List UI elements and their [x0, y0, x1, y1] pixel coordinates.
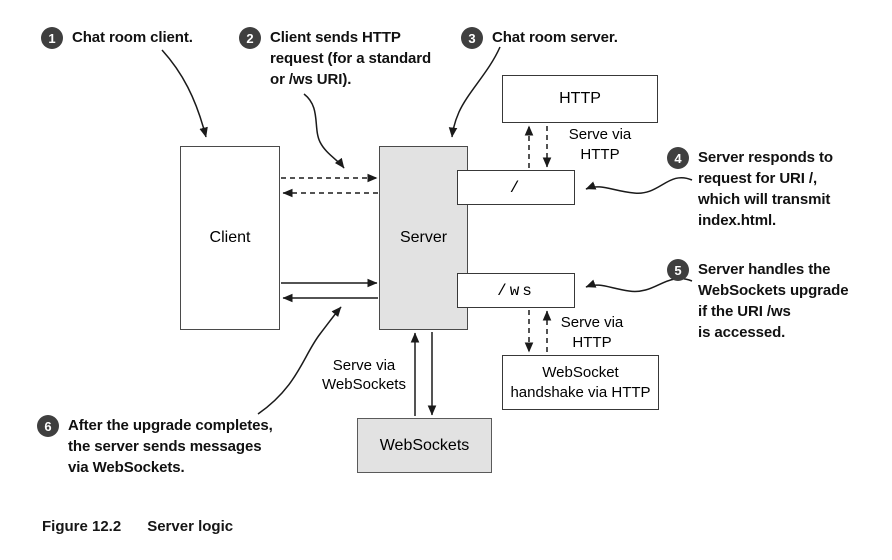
serve-via-websockets-label: Serve via WebSockets — [318, 356, 410, 394]
client-box-label: Client — [209, 229, 251, 246]
callout-4-line: request for URI /, — [698, 170, 818, 187]
websocket-handshake-box: WebSocket handshake via HTTP — [502, 355, 659, 410]
callout-1-line: Chat room client. — [72, 29, 193, 46]
callout-5-line: WebSockets upgrade — [698, 282, 849, 299]
serve-via-http-label-bottom: Serve via HTTP — [547, 313, 637, 353]
callout-2-line: or /ws URI). — [270, 71, 352, 88]
handshake-label-line1: WebSocket — [542, 363, 619, 381]
callout-4-line: index.html. — [698, 212, 777, 229]
callout-1-text: Chat room client. — [72, 27, 193, 48]
callout-6-number-badge: 6 — [37, 415, 59, 437]
serve-via-http-top-line1: Serve via — [568, 126, 632, 143]
callout-6: 6 After the upgrade completes, the serve… — [37, 415, 273, 478]
callout-3: 3 Chat room server. — [461, 27, 618, 49]
callout-2-line: Client sends HTTP — [270, 29, 401, 46]
callout-5-text: Server handles the WebSockets upgrade if… — [698, 259, 849, 343]
serve-via-websockets-line2: WebSockets — [322, 376, 406, 393]
callout-2-pointer-arrow — [303, 93, 345, 169]
serve-via-http-bottom-line1: Serve via — [560, 314, 624, 331]
callout-6-text: After the upgrade completes, the server … — [68, 415, 273, 478]
root-uri-label: / — [509, 178, 523, 197]
handshake-label-line2: handshake via HTTP — [510, 383, 651, 401]
http-box-label: HTTP — [559, 90, 601, 107]
callout-5-number-badge: 5 — [667, 259, 689, 281]
callout-2-text: Client sends HTTP request (for a standar… — [270, 27, 431, 90]
figure-caption-label: Figure 12.2 — [42, 518, 122, 535]
callout-6-line: After the upgrade completes, — [68, 417, 273, 434]
serve-via-websockets-line1: Serve via — [332, 357, 396, 374]
callout-3-pointer-arrow — [448, 46, 501, 138]
callout-4-line: Server responds to — [698, 149, 833, 166]
callout-6-line: via WebSockets. — [68, 459, 185, 476]
ws-uri-box: /ws — [457, 273, 575, 308]
callout-5-line: is accessed. — [698, 324, 786, 341]
callout-1-number-badge: 1 — [41, 27, 63, 49]
callout-5-line: Server handles the — [698, 261, 831, 278]
callout-4-number-badge: 4 — [667, 147, 689, 169]
http-box: HTTP — [502, 75, 658, 123]
callout-4: 4 Server responds to request for URI /, … — [667, 147, 833, 231]
callout-5-line: if the URI /ws — [698, 303, 791, 320]
serve-via-http-top-line2: HTTP — [580, 146, 620, 163]
root-uri-box: / — [457, 170, 575, 205]
ws-uri-label: /ws — [497, 281, 535, 300]
callout-1-pointer-arrow — [161, 49, 208, 138]
callout-3-text: Chat room server. — [492, 27, 618, 48]
callout-3-number-badge: 3 — [461, 27, 483, 49]
callout-6-line: the server sends messages — [68, 438, 262, 455]
callout-4-text: Server responds to request for URI /, wh… — [698, 147, 833, 231]
callout-2-line: request (for a standard — [270, 50, 432, 67]
websockets-box: WebSockets — [357, 418, 492, 473]
callout-4-line: which will transmit — [698, 191, 831, 208]
callout-3-line: Chat room server. — [492, 29, 618, 46]
callout-5: 5 Server handles the WebSockets upgrade … — [667, 259, 849, 343]
server-box: Server — [379, 146, 468, 330]
websockets-box-label: WebSockets — [379, 436, 470, 454]
client-box: Client — [180, 146, 280, 330]
callout-1: 1 Chat room client. — [41, 27, 193, 49]
serve-via-http-label-top: Serve via HTTP — [555, 125, 645, 165]
figure-caption: Figure 12.2 Server logic — [42, 518, 233, 535]
serve-via-http-bottom-line2: HTTP — [572, 334, 612, 351]
figure-caption-title: Server logic — [147, 518, 234, 535]
callout-2-number-badge: 2 — [239, 27, 261, 49]
callout-2: 2 Client sends HTTP request (for a stand… — [239, 27, 431, 90]
server-box-label: Server — [399, 229, 448, 246]
